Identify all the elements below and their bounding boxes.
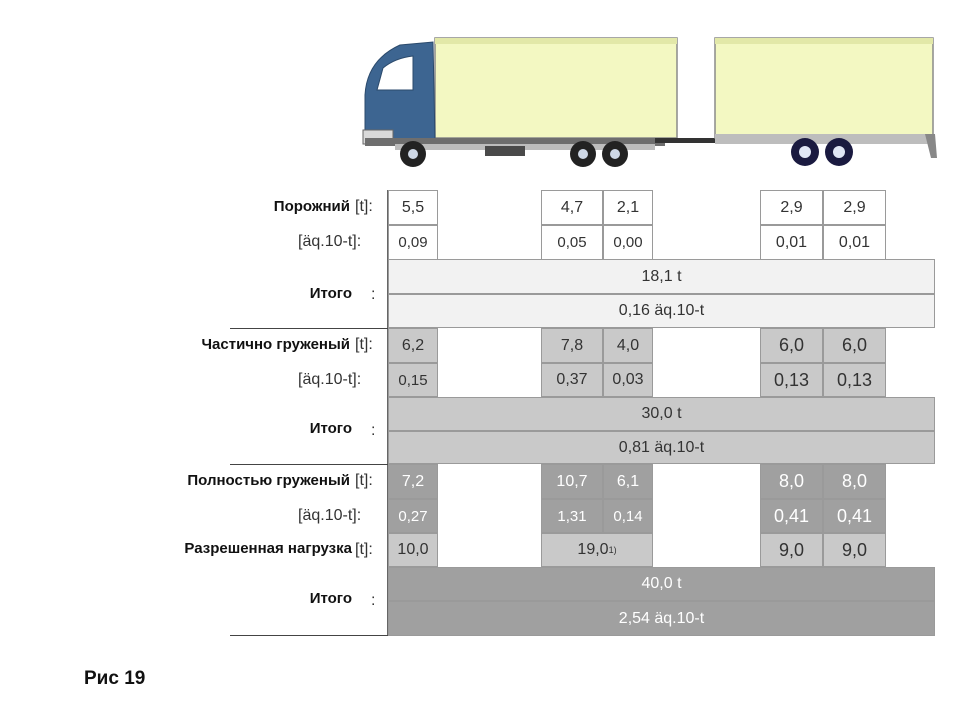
colon: : bbox=[371, 592, 376, 609]
truck-cargo-body bbox=[434, 37, 678, 139]
colon: : bbox=[371, 286, 376, 303]
full-aq-trailer2: 0,41 bbox=[823, 499, 886, 533]
partial-t-rear2: 4,0 bbox=[603, 328, 653, 363]
empty-aq-rear1: 0,05 bbox=[541, 225, 603, 260]
full-aq-rear2: 0,14 bbox=[603, 499, 653, 533]
allowed-trailer2: 9,0 bbox=[823, 533, 886, 567]
separator bbox=[230, 635, 388, 636]
full-t-rear2: 6,1 bbox=[603, 464, 653, 499]
trailer-cargo-body bbox=[714, 37, 934, 139]
colon: : bbox=[371, 422, 376, 439]
partial-t-trailer2: 6,0 bbox=[823, 328, 886, 363]
partial-aq-rear2: 0,03 bbox=[603, 363, 653, 397]
partial-t-front: 6,2 bbox=[388, 328, 438, 363]
partial-aq-trailer1: 0,13 bbox=[760, 363, 823, 397]
empty-total-t: 18,1 t bbox=[388, 259, 935, 294]
row-label-full: Полностью груженый bbox=[187, 472, 350, 489]
full-t-trailer1: 8,0 bbox=[760, 464, 823, 499]
partial-total-t: 30,0 t bbox=[388, 397, 935, 431]
full-aq-trailer1: 0,41 bbox=[760, 499, 823, 533]
empty-t-rear1: 4,7 bbox=[541, 190, 603, 225]
empty-aq-trailer1: 0,01 bbox=[760, 225, 823, 260]
full-total-label: Итого bbox=[309, 590, 352, 607]
full-aq-rear1: 1,31 bbox=[541, 499, 603, 533]
empty-total-label: Итого bbox=[309, 285, 352, 302]
unit-t: [t]: bbox=[355, 336, 373, 353]
empty-aq-rear2: 0,00 bbox=[603, 225, 653, 260]
unit-t: [t]: bbox=[355, 198, 373, 215]
partial-t-rear1: 7,8 bbox=[541, 328, 603, 363]
figure-caption: Рис 19 bbox=[84, 668, 146, 689]
full-t-trailer2: 8,0 bbox=[823, 464, 886, 499]
empty-aq-trailer2: 0,01 bbox=[823, 225, 886, 260]
partial-total-aq: 0,81 äq.10-t bbox=[388, 431, 935, 464]
partial-total-label: Итого bbox=[309, 420, 352, 437]
unit-aq: [äq.10-t]: bbox=[298, 371, 362, 388]
unit-aq: [äq.10-t]: bbox=[298, 507, 362, 524]
truck-trailer-illustration bbox=[362, 37, 937, 167]
unit-t: [t]: bbox=[355, 472, 373, 489]
empty-total-aq: 0,16 äq.10-t bbox=[388, 294, 935, 328]
unit-t: [t]: bbox=[355, 541, 373, 558]
allowed-tandem-value: 19,0 bbox=[577, 541, 609, 558]
empty-t-rear2: 2,1 bbox=[603, 190, 653, 225]
partial-t-trailer1: 6,0 bbox=[760, 328, 823, 363]
empty-t-trailer1: 2,9 bbox=[760, 190, 823, 225]
row-label-allowed: Разрешенная нагрузка bbox=[184, 540, 352, 557]
full-total-t: 40,0 t bbox=[388, 567, 935, 601]
allowed-tandem-footnote: 1) bbox=[608, 545, 617, 555]
empty-aq-front: 0,09 bbox=[388, 225, 438, 260]
full-total-aq: 2,54 äq.10-t bbox=[388, 601, 935, 636]
partial-aq-rear1: 0,37 bbox=[541, 363, 603, 397]
empty-t-trailer2: 2,9 bbox=[823, 190, 886, 225]
full-aq-front: 0,27 bbox=[388, 499, 438, 533]
allowed-trailer1: 9,0 bbox=[760, 533, 823, 567]
truck-cab bbox=[364, 41, 436, 141]
separator bbox=[230, 328, 388, 329]
table-left-divider bbox=[387, 190, 388, 636]
allowed-front: 10,0 bbox=[388, 533, 438, 567]
full-t-front: 7,2 bbox=[388, 464, 438, 499]
truck-wheels bbox=[400, 141, 628, 167]
row-label-partial: Частично груженый bbox=[201, 336, 351, 353]
partial-aq-front: 0,15 bbox=[388, 363, 438, 397]
unit-aq: [äq.10-t]: bbox=[298, 233, 362, 250]
empty-t-front: 5,5 bbox=[388, 190, 438, 225]
row-label-empty: Порожний bbox=[273, 198, 350, 215]
partial-aq-trailer2: 0,13 bbox=[823, 363, 886, 397]
full-t-rear1: 10,7 bbox=[541, 464, 603, 499]
separator bbox=[230, 464, 388, 465]
trailer-wheels bbox=[791, 138, 853, 166]
